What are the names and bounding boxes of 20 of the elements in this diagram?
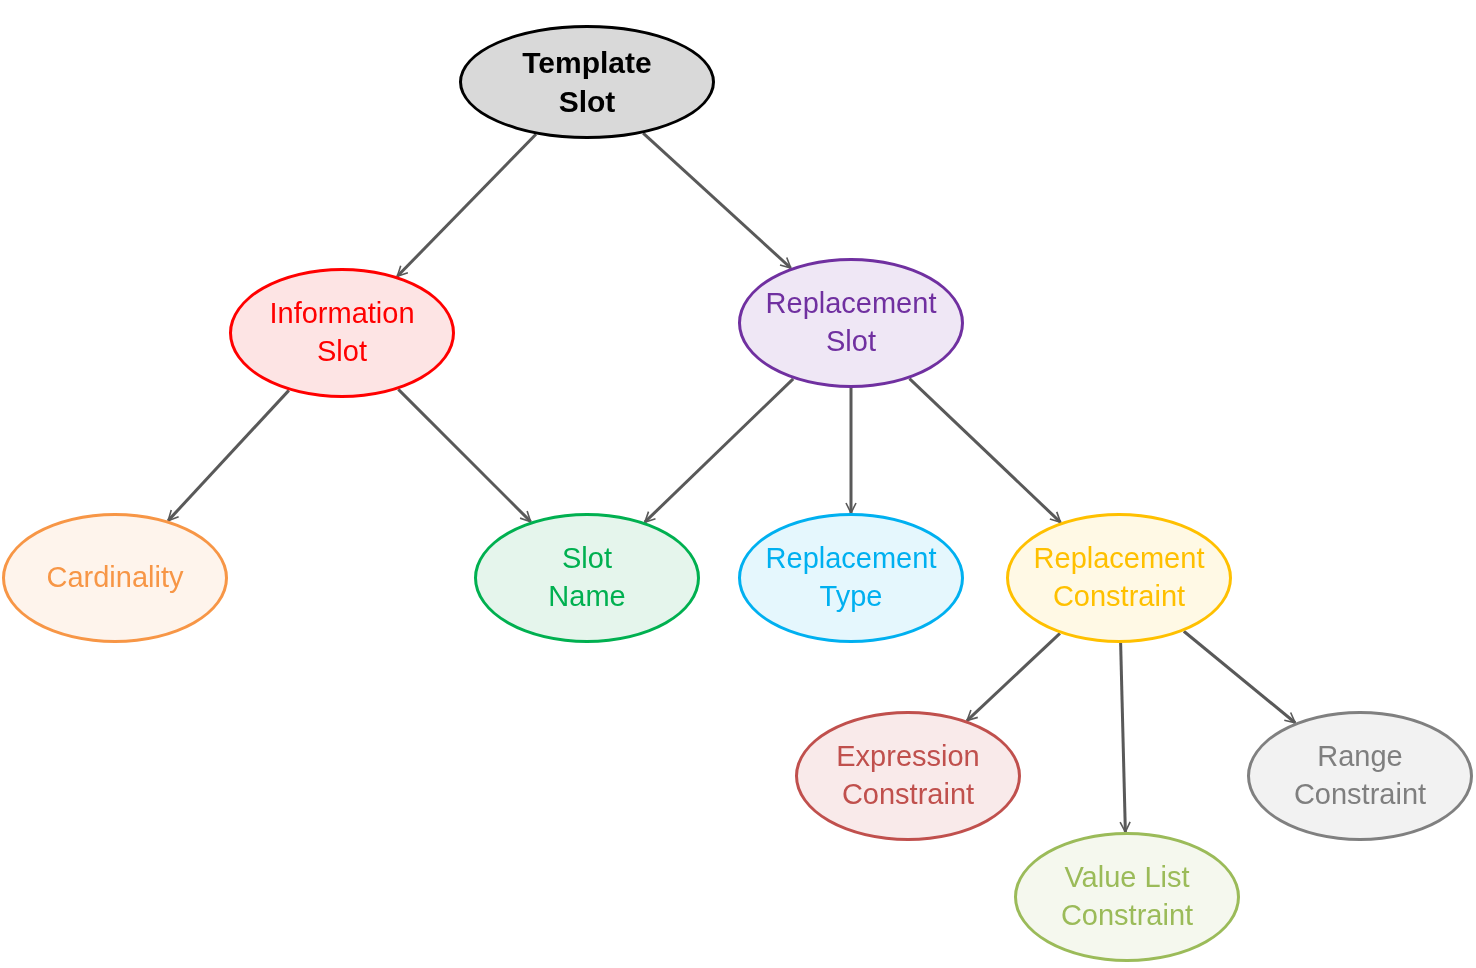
arrow xyxy=(966,632,1061,722)
arrow xyxy=(845,388,857,514)
arrow xyxy=(908,377,1062,524)
arrow xyxy=(397,388,532,523)
node-label: Cardinality xyxy=(46,560,184,596)
arrow xyxy=(396,133,538,278)
node-label: Template Slot xyxy=(521,45,653,120)
node-label: Replacement Constraint xyxy=(1032,541,1206,614)
node-label: Range Constraint xyxy=(1292,739,1428,812)
node-label: Replacement Type xyxy=(764,541,938,614)
arrow xyxy=(167,389,290,522)
node-label: Information Slot xyxy=(268,296,416,369)
node-label: Replacement Slot xyxy=(764,286,938,359)
node-label: Value List Constraint xyxy=(1059,860,1195,933)
arrow xyxy=(1182,630,1297,724)
node-label: Expression Constraint xyxy=(835,739,981,812)
arrow xyxy=(1119,642,1131,833)
arrow xyxy=(643,377,795,524)
arrow xyxy=(642,132,792,270)
node-label: Slot Name xyxy=(547,541,627,614)
